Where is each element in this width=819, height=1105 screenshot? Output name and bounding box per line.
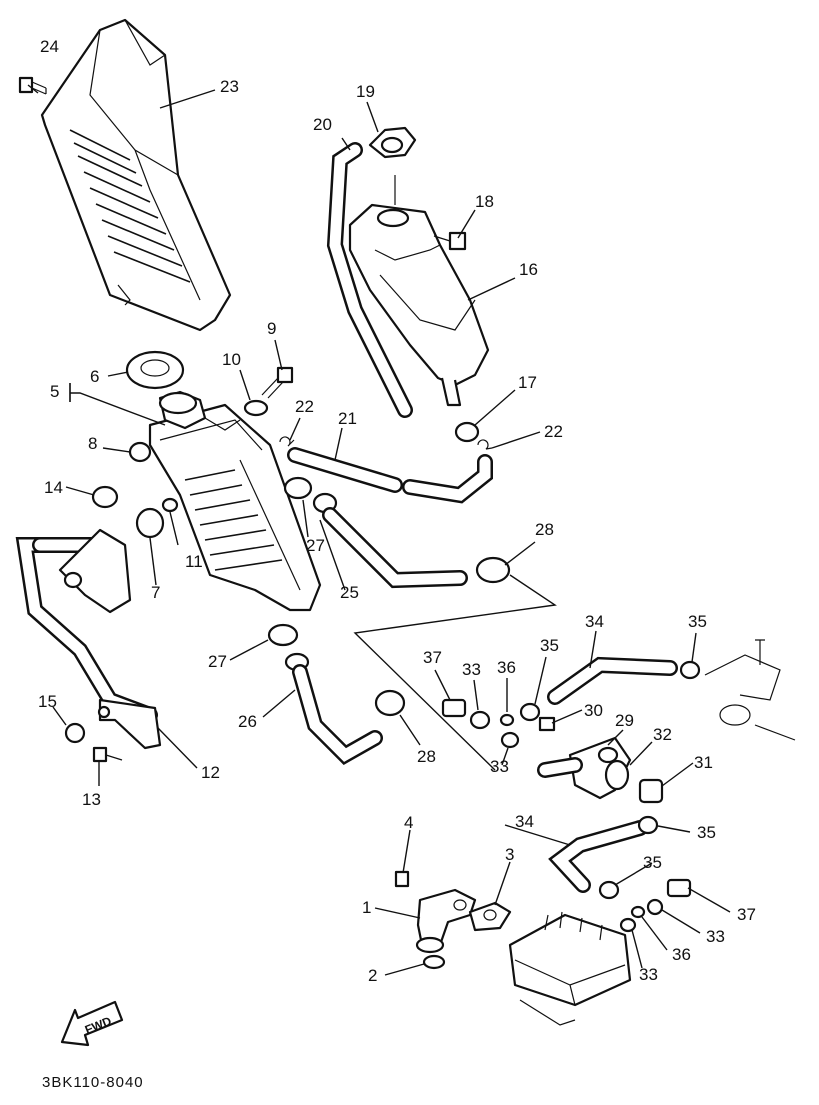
callout-24: 24 [40, 37, 59, 56]
callout-7: 7 [151, 583, 160, 602]
damper-7 [135, 507, 165, 539]
callout-4: 4 [404, 813, 413, 832]
thermostat-31 [638, 778, 664, 804]
radiator-core [148, 390, 322, 612]
radiator-bracket [15, 528, 162, 750]
leader-lines [27, 84, 731, 976]
bolt-30 [538, 716, 556, 732]
callout-36b: 36 [672, 945, 691, 964]
cylinder-head [508, 911, 632, 1026]
callout-35b: 35 [688, 612, 707, 631]
callout-2: 2 [368, 966, 377, 985]
callout-12: 12 [201, 763, 220, 782]
nut-33-mid [500, 731, 520, 749]
radiator-hose-25 [312, 492, 468, 589]
reservoir-cap [368, 126, 417, 159]
hose-clamp-28 [374, 556, 511, 717]
nut-8 [128, 441, 152, 463]
callout-37b: 37 [737, 905, 756, 924]
callout-28a: 28 [535, 520, 554, 539]
washer-36-lower [630, 905, 646, 919]
clamp-35-right [679, 660, 701, 680]
callout-14: 14 [44, 478, 63, 497]
callout-8: 8 [88, 434, 97, 453]
overflow-hose [326, 142, 413, 418]
callout-27b: 27 [208, 652, 227, 671]
callout-15: 15 [38, 692, 57, 711]
bolt-37-upper [441, 698, 467, 718]
diagram-code: 3BK110-8040 [42, 1074, 144, 1091]
callout-3: 3 [505, 845, 514, 864]
callout-34a: 34 [585, 612, 604, 631]
o-ring-2 [422, 954, 446, 970]
callout-1: 1 [362, 898, 371, 917]
callout-19: 19 [356, 82, 375, 101]
callout-22b: 22 [544, 422, 563, 441]
collar-11 [161, 497, 179, 513]
clamp-35-upper [519, 702, 541, 722]
callout-13: 13 [82, 790, 101, 809]
callout-10: 10 [222, 350, 241, 369]
callout-18: 18 [475, 192, 494, 211]
callout-16: 16 [519, 260, 538, 279]
callout-21: 21 [338, 409, 357, 428]
callout-35c: 35 [697, 823, 716, 842]
bolt-37-lower [666, 878, 692, 898]
callout-numbers: 24 23 19 20 18 16 17 22 9 10 6 5 22 21 8… [38, 37, 756, 985]
bolt-24 [18, 76, 47, 95]
callout-33b: 33 [490, 757, 509, 776]
nut-33-lower [619, 898, 664, 933]
callout-25: 25 [340, 583, 359, 602]
radiator-hose-21 [287, 447, 493, 504]
clip-22 [279, 436, 493, 450]
grommet-17 [454, 421, 480, 443]
bolt-13 [92, 746, 123, 763]
washer-10 [243, 399, 269, 417]
nut-33-upper [469, 710, 491, 730]
callout-33a: 33 [462, 660, 481, 679]
pump-fitting [704, 639, 796, 741]
radiator-cap [125, 350, 185, 390]
callout-36a: 36 [497, 658, 516, 677]
callout-22a: 22 [295, 397, 314, 416]
grommet-14 [91, 485, 119, 509]
callout-34b: 34 [515, 812, 534, 831]
radiator-hose-26 [284, 652, 383, 765]
reservoir-tank [348, 175, 490, 407]
callout-31: 31 [694, 753, 713, 772]
radiator-cover [40, 18, 232, 332]
callout-35a: 35 [540, 636, 559, 655]
callout-9: 9 [267, 319, 276, 338]
bolt-9 [261, 366, 294, 399]
callout-11: 11 [185, 552, 203, 571]
callout-33d: 33 [639, 965, 658, 984]
callout-37a: 37 [423, 648, 442, 667]
callout-29: 29 [615, 711, 634, 730]
hose-34-lower [548, 820, 648, 893]
callout-5: 5 [50, 382, 59, 401]
gasket-3 [468, 901, 512, 932]
callout-23: 23 [220, 77, 239, 96]
callout-30: 30 [584, 701, 603, 720]
callout-32: 32 [653, 725, 672, 744]
callout-27a: 27 [306, 536, 325, 555]
hose-clamp-27 [267, 476, 313, 647]
callout-35d: 35 [643, 853, 662, 872]
water-outlet-pipe [415, 888, 477, 954]
bolt-18 [433, 231, 467, 251]
gasket-32 [604, 759, 630, 791]
callout-28b: 28 [417, 747, 436, 766]
forward-direction-arrow: FWD [60, 1000, 124, 1047]
washer-36-upper [499, 713, 515, 727]
callout-26: 26 [238, 712, 257, 731]
clamp-35-lower [598, 815, 659, 900]
bolt-4 [394, 870, 410, 888]
nut-15 [64, 722, 86, 744]
hose-34-upper [547, 656, 678, 705]
callout-6: 6 [90, 367, 99, 386]
callout-33c: 33 [706, 927, 725, 946]
callout-20: 20 [313, 115, 332, 134]
callout-17: 17 [518, 373, 537, 392]
